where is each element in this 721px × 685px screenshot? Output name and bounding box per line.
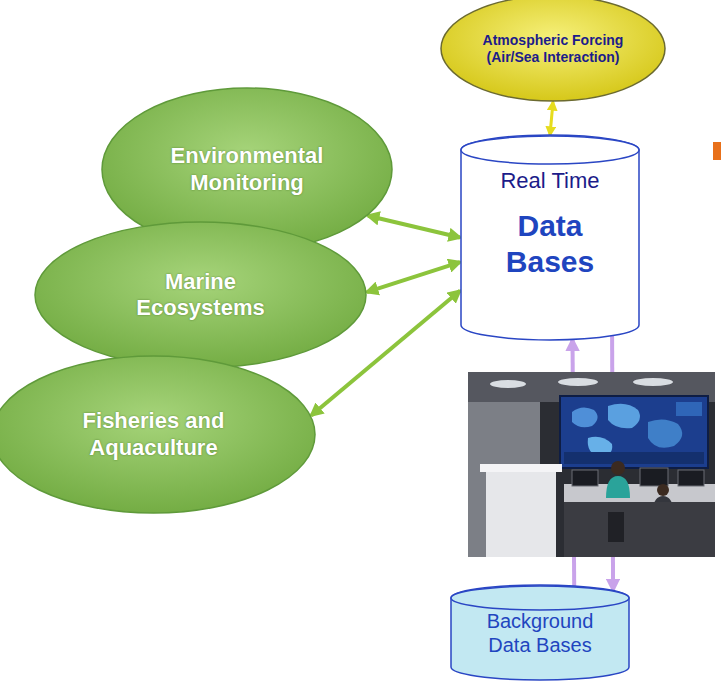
- topic-ellipse: Marine Ecosystems: [34, 221, 367, 369]
- atmosphere-ellipse: Atmospheric Forcing (Air/Sea Interaction…: [440, 0, 666, 102]
- node-label: Marine Ecosystems: [121, 269, 281, 322]
- text-group: Atmospheric Forcing (Air/Sea Interaction…: [440, 0, 666, 102]
- double-arrow: [550, 102, 553, 135]
- node-label: Background Data Bases: [478, 609, 603, 657]
- text-group: Marine Ecosystems: [34, 221, 367, 369]
- text-group: Background Data Bases: [450, 585, 630, 657]
- database-cylinder: Real TimeData Bases: [460, 135, 640, 340]
- control-room-photo: [468, 372, 715, 557]
- double-arrow: [368, 216, 460, 238]
- node-label: Real Time: [500, 168, 599, 194]
- node-label: Data Bases: [486, 208, 614, 280]
- text-group: Fisheries and Aquaculture: [0, 355, 316, 514]
- node-label: Fisheries and Aquaculture: [69, 408, 239, 461]
- node-label: Atmospheric Forcing (Air/Sea Interaction…: [471, 32, 636, 66]
- topic-ellipse: Fisheries and Aquaculture: [0, 355, 316, 514]
- text-group: Real TimeData Bases: [460, 135, 640, 280]
- double-arrow: [367, 262, 460, 292]
- database-cylinder: Background Data Bases: [450, 585, 630, 680]
- orange-marker: [713, 142, 721, 160]
- node-label: Environmental Monitoring: [157, 143, 337, 196]
- cylinder-outline: [450, 585, 630, 680]
